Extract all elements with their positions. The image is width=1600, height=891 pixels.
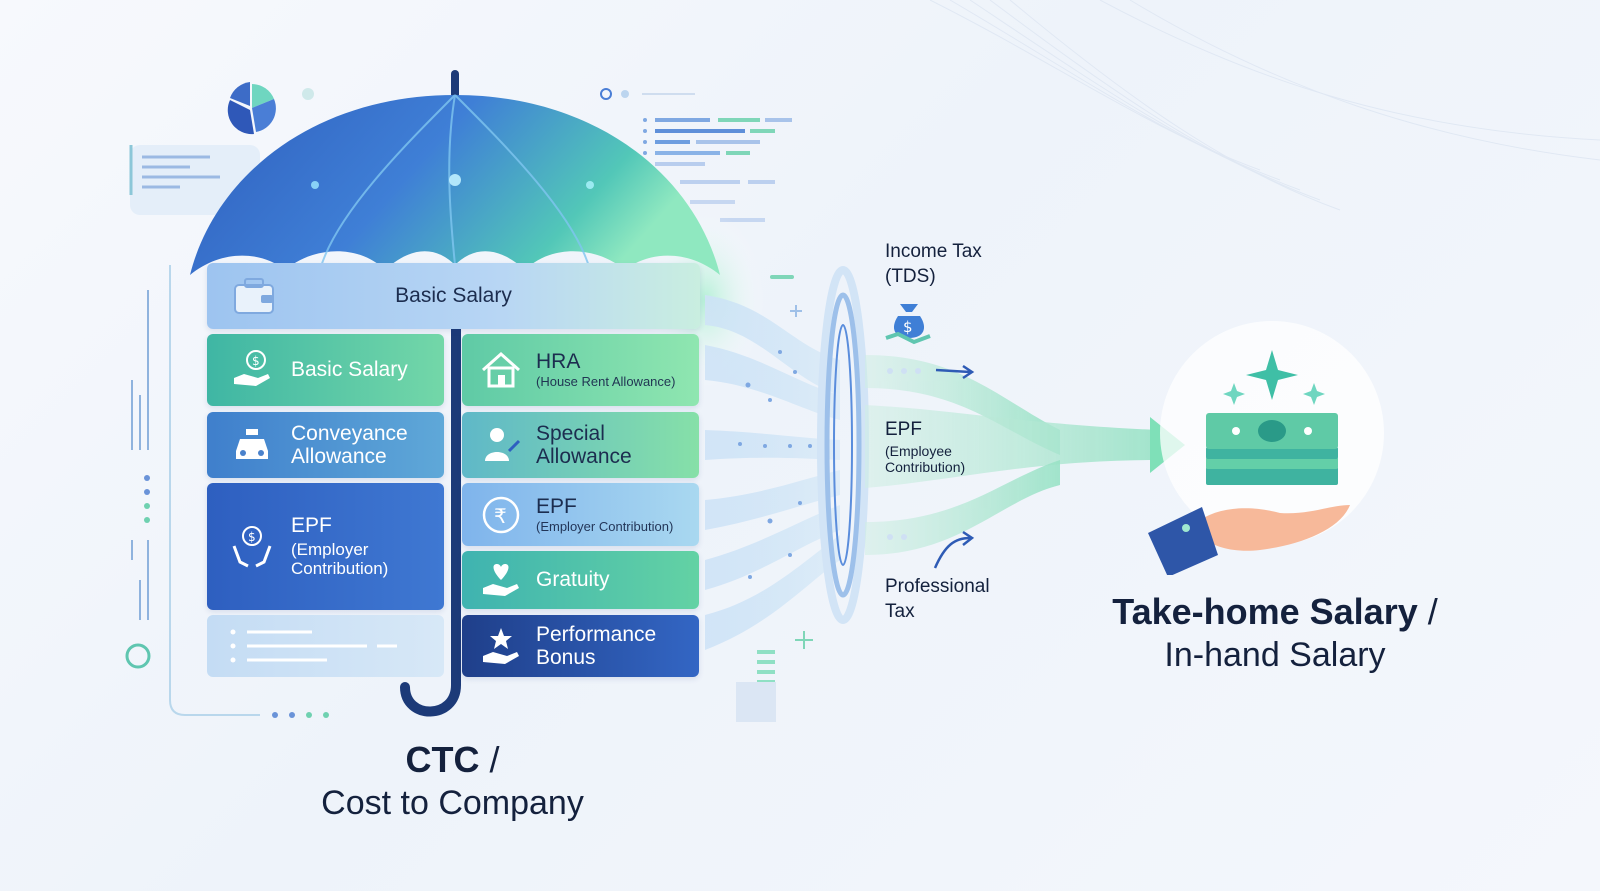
ctc-caption: CTC / Cost to Company <box>250 738 655 825</box>
money-bag-icon: $ <box>884 298 934 348</box>
sparkle-icon <box>1246 350 1298 400</box>
conveyance-allowance-label: Conveyance Allowance <box>291 421 408 468</box>
svg-text:₹: ₹ <box>494 504 507 528</box>
hand-heart-icon <box>476 555 526 605</box>
svg-text:$: $ <box>252 354 260 368</box>
placeholder-lines <box>230 629 397 663</box>
svg-text:$: $ <box>903 318 913 336</box>
take-home-line2: In-hand Salary <box>1164 636 1386 675</box>
component-epf-employer-right: ₹ EPF (Employer Contribution) <box>462 483 699 546</box>
deduction-epf-label: EPF <box>885 419 922 440</box>
ctc-caption-slash: / <box>479 739 500 780</box>
top-basic-salary-label: Basic Salary <box>395 284 512 307</box>
component-hra: HRA (House Rent Allowance) <box>462 334 699 406</box>
component-special-allowance: Special Allowance <box>462 412 699 478</box>
deduction-income-tax: Income Tax (TDS) <box>885 241 982 287</box>
epf-left-sub: (Employer Contribution) <box>291 540 389 579</box>
take-home-bold: Take-home Salary <box>1112 591 1418 632</box>
left-placeholder-card <box>207 615 444 677</box>
top-basic-salary-block: Basic Salary <box>207 263 700 329</box>
person-edit-icon <box>476 420 526 470</box>
take-home-illustration <box>1148 321 1384 575</box>
hand-star-icon <box>476 621 526 671</box>
house-icon <box>476 345 526 395</box>
component-basic-salary: $ Basic Salary <box>207 334 444 406</box>
deduction-epf: EPF (Employee Contribution) <box>885 418 965 476</box>
special-allowance-label: Special Allowance <box>536 421 632 468</box>
epf-left-label: EPF <box>291 514 332 538</box>
basic-salary-label: Basic Salary <box>291 358 408 382</box>
hra-label: HRA <box>536 350 581 374</box>
deduction-professional-tax: Professional Tax <box>885 576 990 622</box>
hand-coin-icon: $ <box>227 345 277 395</box>
take-home-slash: / <box>1417 591 1438 632</box>
component-epf-employer-left: $ EPF (Employer Contribution) <box>207 483 444 610</box>
ctc-caption-bold: CTC <box>405 739 480 780</box>
umbrella-canopy <box>190 70 720 275</box>
wallet-icon <box>231 275 277 317</box>
hra-sub: (House Rent Allowance) <box>536 374 676 390</box>
svg-text:$: $ <box>248 530 256 544</box>
component-performance-bonus: Performance Bonus <box>462 615 699 677</box>
ctc-caption-line2: Cost to Company <box>321 784 584 823</box>
cash-stack-icon <box>1206 413 1338 485</box>
gratuity-label: Gratuity <box>536 568 610 592</box>
giving-hand-icon <box>1148 505 1350 575</box>
component-gratuity: Gratuity <box>462 551 699 609</box>
rupee-icon: ₹ <box>476 490 526 540</box>
epf-right-label: EPF <box>536 494 577 518</box>
epf-right-sub: (Employer Contribution) <box>536 518 674 534</box>
take-home-caption: Take-home Salary / In-hand Salary <box>1075 590 1475 677</box>
car-icon <box>227 420 277 470</box>
performance-bonus-label: Performance Bonus <box>536 622 657 669</box>
hands-coin-icon: $ <box>227 522 277 572</box>
component-conveyance-allowance: Conveyance Allowance <box>207 412 444 478</box>
deduction-epf-sub: (Employee Contribution) <box>885 442 966 476</box>
umbrella-handle <box>400 325 461 717</box>
